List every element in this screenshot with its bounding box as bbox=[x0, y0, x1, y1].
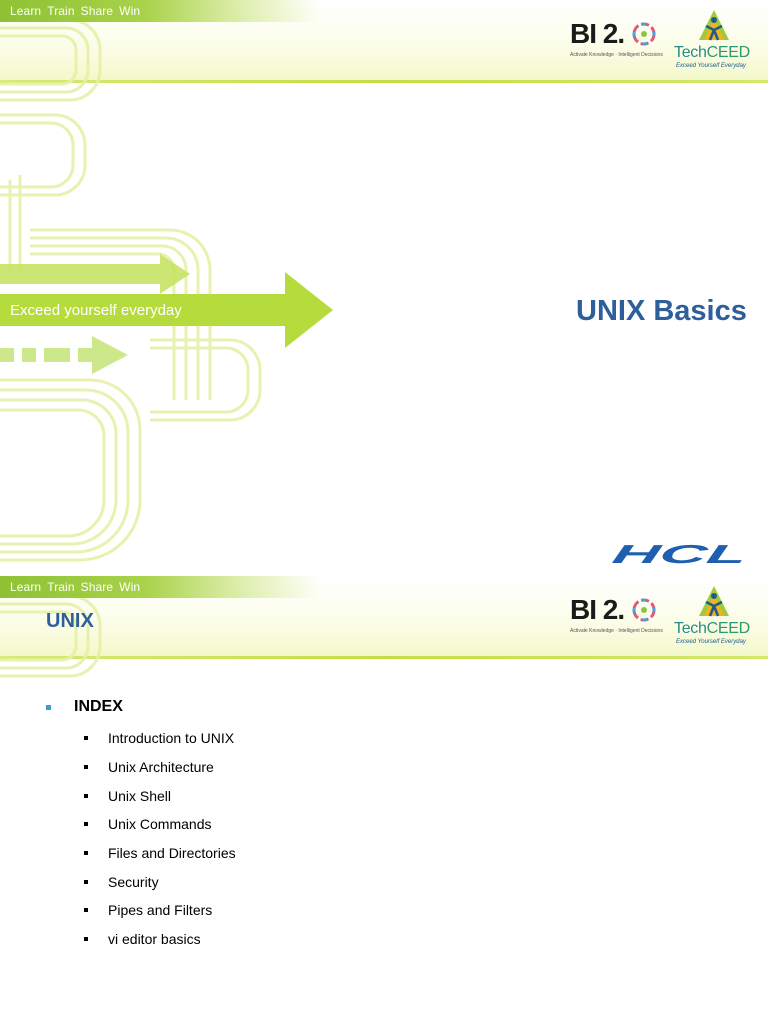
swirl-decoration bbox=[0, 18, 333, 562]
list-item: Unix Shell bbox=[84, 781, 236, 810]
list-item: Security bbox=[84, 867, 236, 896]
techceed-logo: TechCEED Exceed Yourself Everyday bbox=[672, 584, 758, 650]
slide-title: UNIX Basics bbox=[576, 295, 747, 327]
tagline-bar: Learn Train Share Win bbox=[0, 0, 320, 22]
index-list: INDEX Introduction to UNIX Unix Architec… bbox=[46, 696, 236, 954]
bullet-icon bbox=[84, 851, 88, 856]
bullet-icon bbox=[84, 822, 88, 827]
title-slide: Learn Train Share Win BI 2. Activate Knowle… bbox=[0, 0, 768, 566]
list-item-label: Files and Directories bbox=[108, 845, 236, 862]
list-item: Unix Commands bbox=[84, 810, 236, 839]
hcl-logo: HCL bbox=[610, 544, 750, 566]
tagline-word: Learn bbox=[10, 4, 42, 18]
list-item-label: Introduction to UNIX bbox=[108, 730, 235, 747]
techceed-name-b: CEED bbox=[706, 44, 751, 61]
bullet-icon bbox=[84, 765, 88, 770]
list-item-label: Security bbox=[108, 873, 159, 890]
techceed-name-b: CEED bbox=[706, 620, 751, 637]
techceed-subtitle: Exceed Yourself Everyday bbox=[676, 63, 746, 69]
bullet-icon bbox=[84, 937, 88, 942]
bullet-icon bbox=[84, 793, 88, 798]
techceed-logo: TechCEED Exceed Yourself Everyday bbox=[672, 8, 758, 74]
tagline-word: Win bbox=[119, 580, 141, 594]
tagline-bar: Learn Train Share Win bbox=[0, 576, 320, 598]
bi-logo: BI 2. Activate Knowledge · Intelligent D… bbox=[570, 18, 663, 62]
header-divider bbox=[0, 80, 768, 83]
bi-logo-subtitle: Activate Knowledge · Intelligent Decisio… bbox=[570, 52, 663, 58]
bi-logo-text: BI 2. bbox=[570, 594, 625, 625]
index-heading: INDEX bbox=[74, 698, 123, 715]
list-item-label: Unix Commands bbox=[108, 816, 212, 833]
tagline-word: Share bbox=[80, 4, 114, 18]
flower-icon bbox=[632, 22, 656, 46]
bi-logo-text: BI 2. bbox=[570, 18, 625, 49]
bullet-icon bbox=[46, 704, 51, 710]
bullet-icon bbox=[84, 908, 88, 913]
tagline-word: Win bbox=[119, 4, 141, 18]
hcl-logo-text: HCL bbox=[610, 544, 750, 566]
techceed-mark-icon bbox=[699, 586, 729, 617]
tagline: Learn Train Share Win bbox=[10, 4, 146, 18]
techceed-name: TechCEED bbox=[674, 44, 750, 62]
list-item-label: Unix Architecture bbox=[108, 759, 214, 776]
tagline: Learn Train Share Win bbox=[10, 580, 146, 594]
techceed-name: TechCEED bbox=[674, 620, 750, 638]
list-item-label: vi editor basics bbox=[108, 931, 201, 948]
list-item-label: Unix Shell bbox=[108, 787, 172, 804]
list-item: Pipes and Filters bbox=[84, 896, 236, 925]
techceed-name-a: Tech bbox=[674, 620, 707, 637]
list-item-label: Pipes and Filters bbox=[108, 902, 213, 919]
index-slide: Learn Train Share Win BI 2. Activate Knowle… bbox=[0, 576, 768, 1024]
bullet-icon bbox=[84, 879, 88, 884]
tagline-word: Train bbox=[47, 4, 75, 18]
list-item: vi editor basics bbox=[84, 925, 236, 954]
techceed-name-a: Tech bbox=[674, 44, 707, 61]
header-divider bbox=[0, 656, 768, 659]
list-item: Introduction to UNIX bbox=[84, 724, 236, 753]
tagline-word: Train bbox=[47, 580, 75, 594]
banner-text: Exceed yourself everyday bbox=[10, 302, 182, 319]
list-item: Files and Directories bbox=[84, 839, 236, 868]
list-item: Unix Architecture bbox=[84, 753, 236, 782]
tagline-word: Learn bbox=[10, 580, 42, 594]
index-heading-row: INDEX bbox=[46, 696, 236, 718]
bullet-icon bbox=[84, 736, 88, 741]
flower-icon bbox=[632, 598, 656, 622]
techceed-subtitle: Exceed Yourself Everyday bbox=[676, 639, 746, 645]
swirl-decoration bbox=[0, 594, 102, 678]
bi-logo: BI 2. Activate Knowledge · Intelligent D… bbox=[570, 594, 663, 638]
tagline-word: Share bbox=[80, 580, 114, 594]
index-items: Introduction to UNIX Unix Architecture U… bbox=[84, 724, 236, 954]
slide-title: UNIX bbox=[46, 610, 94, 632]
bi-logo-subtitle: Activate Knowledge · Intelligent Decisio… bbox=[570, 628, 663, 634]
techceed-mark-icon bbox=[699, 10, 729, 41]
